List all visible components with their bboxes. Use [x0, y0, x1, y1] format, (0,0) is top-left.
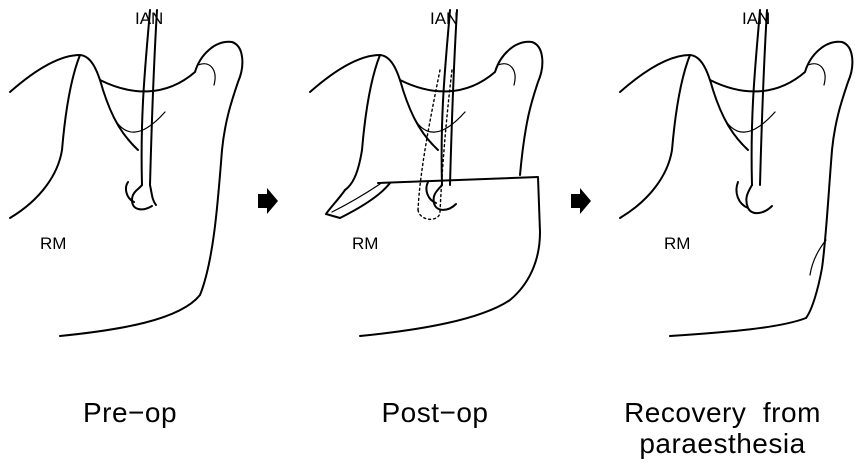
- ian-nerve: [752, 10, 760, 185]
- mandible-lower: [670, 318, 806, 336]
- ian-label: IAN: [430, 10, 458, 27]
- caption-post-op: Post−op: [355, 398, 515, 427]
- ian-nerve-inner: [150, 10, 157, 185]
- condyle-detail: [498, 64, 515, 85]
- ramus-outline: [310, 55, 438, 190]
- proximal-segment: [326, 183, 390, 218]
- rm-label: RM: [352, 235, 378, 252]
- ramus-outline: [620, 55, 748, 218]
- inner-contour: [725, 112, 775, 132]
- panel-pre-op: [10, 10, 242, 336]
- right-arrow-icon: [258, 188, 278, 214]
- ian-label: IAN: [135, 10, 163, 27]
- ian-nerve-hook: [434, 185, 456, 210]
- rm-label: RM: [40, 235, 66, 252]
- former-nerve-hook: [418, 210, 440, 219]
- condyle-detail: [198, 64, 215, 85]
- caption-pre-op: Pre−op: [55, 398, 205, 427]
- ian-nerve-hook: [132, 185, 156, 209]
- condyle-detail: [808, 64, 825, 85]
- caption-recovery-line1: Recovery from: [595, 398, 850, 427]
- condyle-outline: [400, 42, 542, 175]
- osteotomy-cut: [360, 177, 540, 336]
- inner-contour: [115, 112, 165, 132]
- ian-nerve-inner: [760, 10, 767, 185]
- ian-label: IAN: [742, 10, 770, 27]
- ian-nerve-inner: [450, 10, 457, 185]
- rm-label: RM: [664, 235, 690, 252]
- right-arrow-icon: [571, 188, 591, 214]
- condyle-outline: [710, 42, 852, 318]
- panel-post-op: [310, 10, 542, 336]
- ian-nerve: [142, 10, 150, 185]
- caption-recovery-line2: paraesthesia: [595, 429, 850, 458]
- inner-contour: [415, 112, 465, 132]
- panel-recovery: [620, 10, 852, 336]
- ramus-outline: [10, 55, 138, 218]
- ian-nerve-hook: [746, 185, 772, 213]
